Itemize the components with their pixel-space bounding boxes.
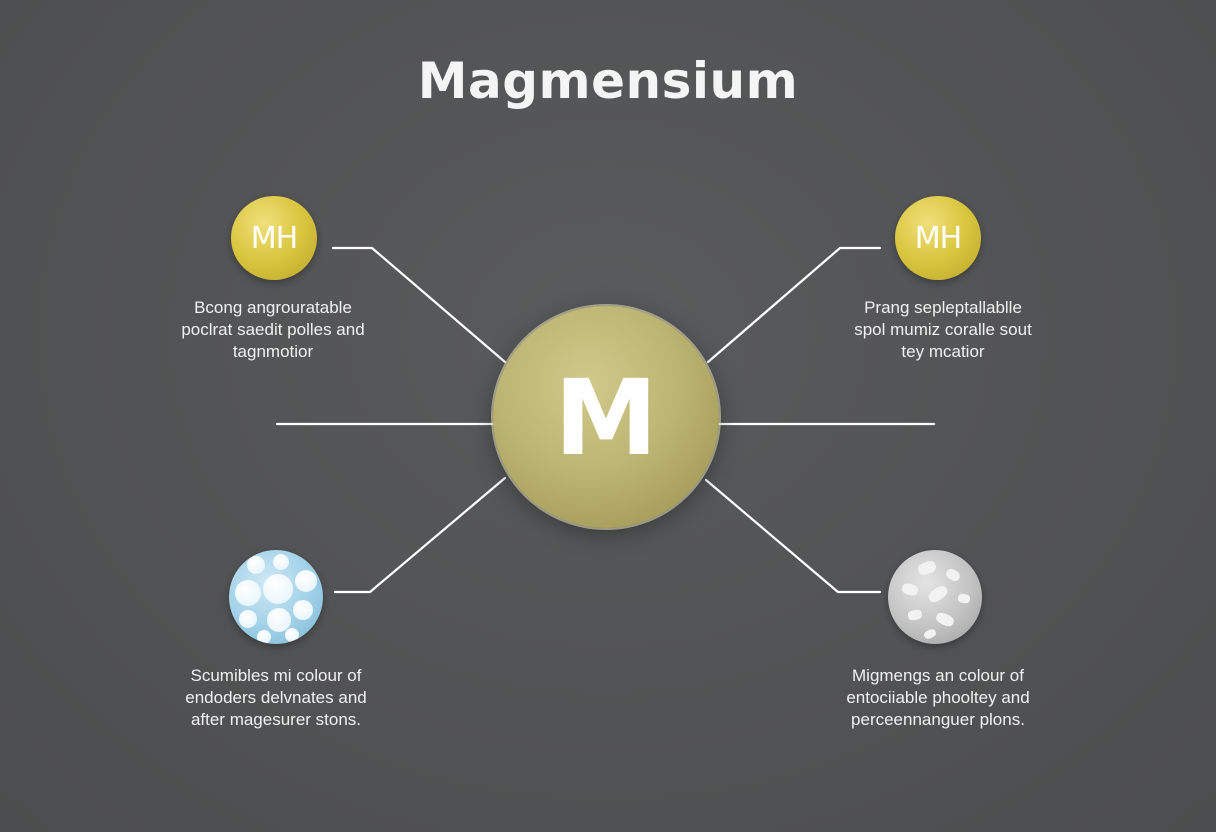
node-bottom-right-speckled-icon [888, 550, 982, 644]
node-bottom-left-description: Scumibles mi colour of endoders delvnate… [156, 665, 396, 731]
connector-top-right [706, 246, 882, 364]
description-line: Bcong angrouratable [194, 298, 352, 317]
connector-bottom-left [333, 476, 507, 594]
description-line: endoders delvnates and [185, 688, 367, 707]
diagram-title: Magmensium [417, 52, 799, 110]
node-top-right: MH [895, 196, 981, 280]
description-line: after magesurer stons. [190, 710, 362, 729]
description-line: perceennanguer plons. [851, 710, 1025, 729]
description-line: tagnmotior [232, 342, 314, 361]
node-top-left-label: MH [250, 220, 298, 256]
node-top-left-description: Bcong angrouratable poclrat saedit polle… [148, 297, 398, 363]
node-top-right-description: Prang sepleptallablle spol mumiz coralle… [818, 297, 1068, 363]
description-line: poclrat saedit polles and [181, 320, 365, 339]
node-bottom-left-bubbles-icon [229, 550, 323, 644]
description-line: entociiable phooltey and [846, 688, 1030, 707]
node-top-right-label: MH [914, 220, 962, 256]
description-line: Scumibles mi colour of [190, 666, 362, 685]
node-bottom-right-description: Migmengs an colour of entociiable phoolt… [818, 665, 1058, 731]
central-element-node: M [493, 306, 719, 528]
description-line: tey mcatior [901, 342, 985, 361]
description-line: spol mumiz coralle sout [854, 320, 1032, 339]
central-element-symbol: M [554, 357, 658, 479]
description-line: Prang sepleptallablle [864, 298, 1022, 317]
connector-top-left [331, 246, 507, 364]
connector-bottom-right [704, 478, 882, 594]
node-top-left: MH [231, 196, 317, 280]
description-line: Migmengs an colour of [852, 666, 1024, 685]
